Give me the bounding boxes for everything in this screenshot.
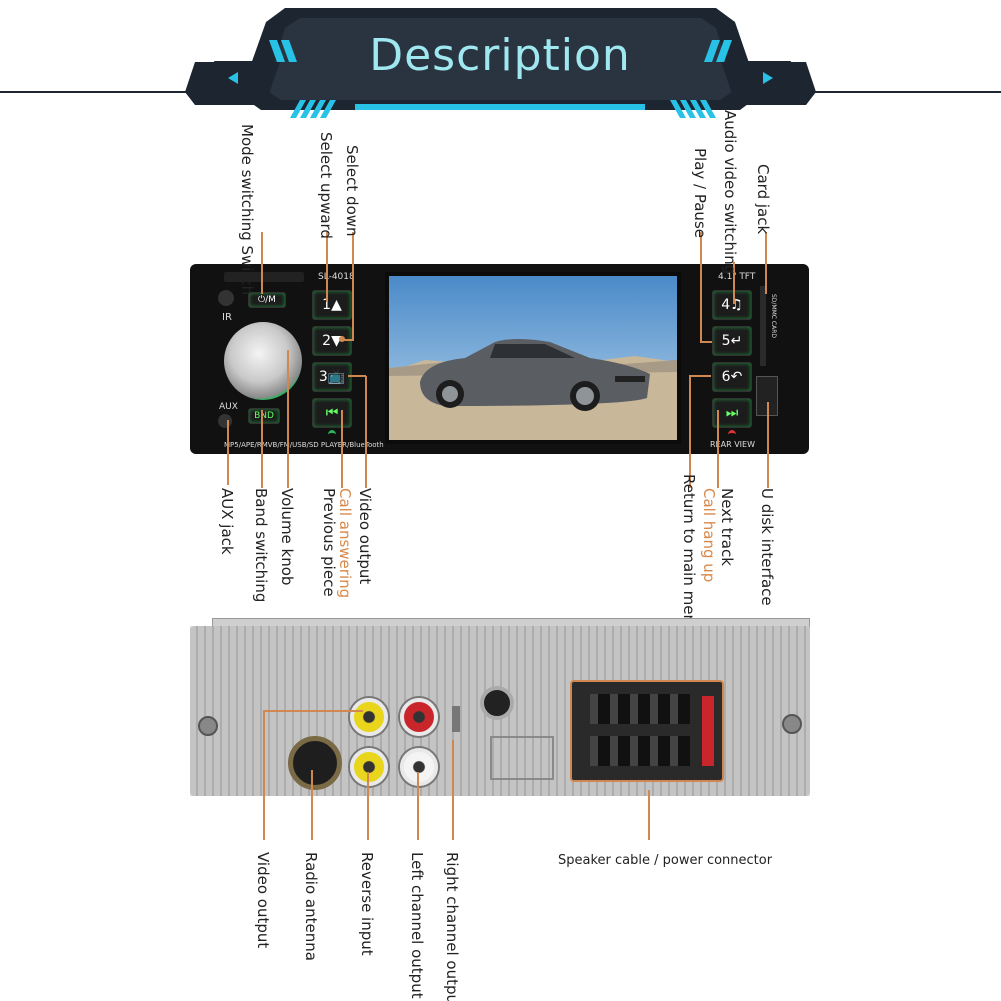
fuse xyxy=(702,696,714,766)
leader-next xyxy=(717,410,719,488)
leader-video-h xyxy=(348,375,366,377)
label-select-down: Select down xyxy=(343,145,361,237)
select-up-button[interactable]: 1▲ xyxy=(312,290,352,320)
screen-size-label: 4.1" TFT xyxy=(718,272,756,282)
radio-front-panel: IR ⏻/M AUX BND MP5/APE/RMVB/FM/USB/SD PL… xyxy=(190,264,809,454)
screw-left xyxy=(198,716,218,736)
return-button[interactable]: 6↶ xyxy=(712,362,752,392)
card-slot[interactable] xyxy=(760,286,766,366)
label-call-answering: Call answering xyxy=(336,488,354,599)
leader-play xyxy=(700,232,702,342)
call-answer-icon xyxy=(328,430,336,439)
label-call-hangup: Call hang up xyxy=(700,488,718,583)
play-pause-button[interactable]: 5↵ xyxy=(712,326,752,356)
label-left-channel: Left channel output xyxy=(408,852,426,999)
iso-pins-top xyxy=(590,694,690,724)
label-return-main: Return to main menu xyxy=(680,474,698,634)
leader-video xyxy=(365,376,367,488)
leader-av xyxy=(733,262,735,304)
label-mode-switching: Mode switching Switch xyxy=(238,124,256,296)
leader-play-h xyxy=(700,341,712,343)
leader-card xyxy=(765,232,767,294)
car-image xyxy=(420,339,650,411)
band-button[interactable]: BND xyxy=(248,408,280,424)
model-label: SL-4018 xyxy=(318,272,355,282)
leader-rear-video-h xyxy=(263,710,363,712)
leader-band xyxy=(261,410,263,488)
leader-down-h xyxy=(343,339,354,341)
formats-text: MP5/APE/RMVB/FM/USB/SD PLAYER/BlueTooth xyxy=(224,441,384,449)
label-previous-piece: Previous piece xyxy=(320,488,338,597)
rca-reverse[interactable] xyxy=(350,748,388,786)
leader-rear-right xyxy=(452,740,454,840)
leader-rear-reverse xyxy=(367,772,369,840)
card-slot-label: SD/MMC CARD xyxy=(770,294,777,338)
rca-wire xyxy=(452,706,460,732)
mode-button[interactable]: ⏻/M xyxy=(248,292,286,308)
ground-hole xyxy=(480,686,514,720)
select-down-button[interactable]: 2▼ xyxy=(312,326,352,356)
screen-display xyxy=(385,272,681,444)
rca-right[interactable] xyxy=(400,698,438,736)
iso-pins-bottom xyxy=(590,736,690,766)
screw-right xyxy=(782,714,802,734)
bracket xyxy=(490,736,554,780)
antenna-socket[interactable] xyxy=(288,736,342,790)
label-rear-video-output: Video output xyxy=(254,852,272,949)
av-switch-button[interactable]: 4♫ xyxy=(712,290,752,320)
iso-connector[interactable] xyxy=(570,680,724,782)
page-title: Description xyxy=(369,30,631,81)
label-speaker-power: Speaker cable / power connector xyxy=(558,853,773,868)
leader-up xyxy=(326,232,328,302)
video-output-button[interactable]: 3📺 xyxy=(312,362,352,392)
label-radio-antenna: Radio antenna xyxy=(302,852,320,961)
label-volume-knob: Volume knob xyxy=(278,488,296,586)
leader-volume xyxy=(287,350,289,488)
rca-left[interactable] xyxy=(400,748,438,786)
label-play-pause: Play / Pause xyxy=(691,148,709,238)
leader-down-dot xyxy=(339,336,345,342)
rear-view-label: REAR VIEW xyxy=(710,440,755,449)
leader-mode xyxy=(261,232,263,294)
label-next-track: Next track xyxy=(718,488,736,566)
leader-rear-speaker xyxy=(648,790,650,840)
leader-rear-antenna xyxy=(311,770,313,840)
label-reverse-input: Reverse input xyxy=(358,852,376,956)
leader-return-h xyxy=(689,375,711,377)
call-hangup-icon xyxy=(728,430,736,439)
aux-jack[interactable] xyxy=(218,414,232,428)
label-select-upward: Select upward xyxy=(317,132,335,239)
leader-prev xyxy=(341,410,343,488)
label-u-disk: U disk interface xyxy=(758,488,776,606)
label-band-switching: Band switching xyxy=(252,488,270,603)
label-video-output: Video output xyxy=(356,488,374,585)
header-banner xyxy=(0,8,1001,118)
label-right-channel: Right channel output xyxy=(443,852,461,1001)
leader-rear-left xyxy=(417,772,419,840)
reset-icon xyxy=(218,290,234,306)
disc-slot xyxy=(224,272,304,282)
label-aux-jack: AUX jack xyxy=(218,488,236,555)
previous-button[interactable]: ⏮ xyxy=(312,398,352,428)
leader-down xyxy=(352,232,354,340)
leader-aux xyxy=(227,420,229,485)
rca-reverse-top[interactable] xyxy=(350,698,388,736)
leader-return xyxy=(689,376,691,488)
leader-udisk xyxy=(767,402,769,488)
ir-sensor-icon: IR xyxy=(222,312,232,323)
aux-label: AUX xyxy=(219,402,238,412)
leader-rear-video xyxy=(263,710,265,840)
label-card-jack: Card jack xyxy=(754,164,772,235)
volume-knob[interactable] xyxy=(224,322,302,400)
label-av-switching: Audio video switching xyxy=(721,110,739,275)
